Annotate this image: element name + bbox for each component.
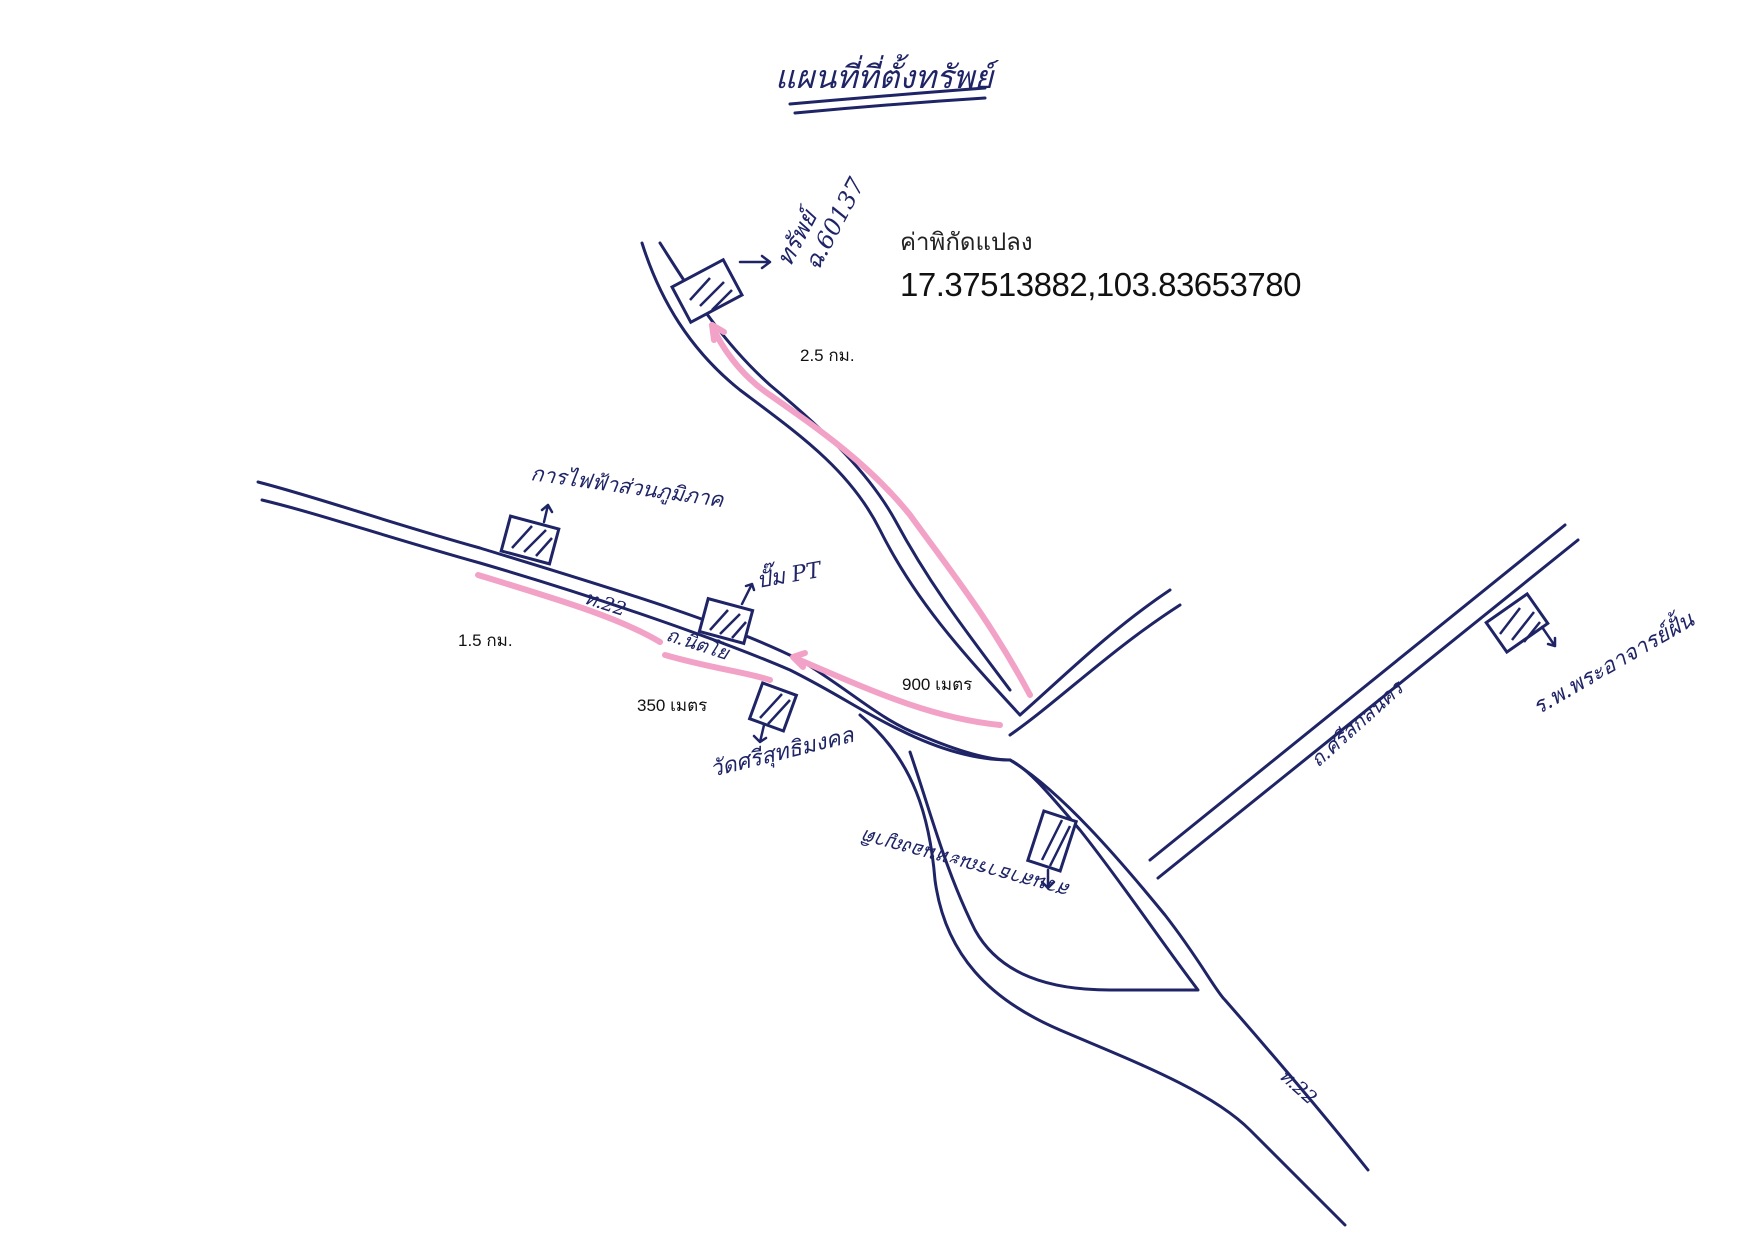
property-building	[669, 257, 745, 325]
distance-junction-leg: 900 เมตร	[902, 675, 972, 694]
distance-west-leg: 1.5 กม.	[458, 631, 513, 650]
temple-arrow	[752, 723, 768, 744]
coordinates-label: ค่าพิกัดแปลง	[900, 228, 1033, 256]
power-office-building	[499, 514, 561, 566]
ne-spur-road	[1008, 588, 1182, 737]
pt-station-arrow	[740, 582, 756, 606]
park-arrow	[1040, 868, 1056, 890]
north-road-west-edge	[640, 241, 1022, 717]
route-path	[475, 322, 1033, 728]
highway-edge-lower	[260, 498, 1012, 762]
route-north-to-property	[709, 322, 1033, 698]
hospital-label: ร.พ.พระอาจารย์ฝั้น	[1526, 603, 1699, 720]
road-network	[256, 241, 1580, 1227]
distance-middle-leg: 350 เมตร	[637, 696, 707, 715]
power-office-label: การไฟฟ้าส่วนภูมิภาค	[529, 461, 726, 513]
route-highway-middle	[662, 652, 773, 683]
south-road-west-edge	[858, 713, 1347, 1227]
pt-station-label: ปั๊ม PT	[754, 553, 825, 594]
route-to-junction	[792, 655, 1003, 728]
north-road-east-edge	[658, 241, 1012, 692]
coordinates-value: 17.37513882,103.83653780	[900, 266, 1301, 303]
distance-to-property: 2.5 กม.	[800, 346, 855, 365]
hospital-building	[1484, 591, 1550, 655]
inner-loop-road	[908, 750, 1200, 992]
route-arrowhead-junction	[790, 650, 808, 670]
park-building	[1025, 809, 1079, 873]
property-arrow	[738, 254, 772, 270]
south-road-east-edge	[1008, 758, 1370, 1172]
side-road-edge-upper	[1148, 523, 1567, 862]
hospital-arrow	[1540, 625, 1557, 648]
title-underline	[788, 86, 987, 115]
side-road-edge-lower	[1156, 538, 1580, 880]
route-highway-west	[475, 572, 663, 645]
temple-building	[747, 681, 799, 733]
pt-station-building	[697, 596, 755, 646]
power-office-arrow	[540, 503, 554, 524]
route-arrowhead-property	[709, 322, 727, 343]
